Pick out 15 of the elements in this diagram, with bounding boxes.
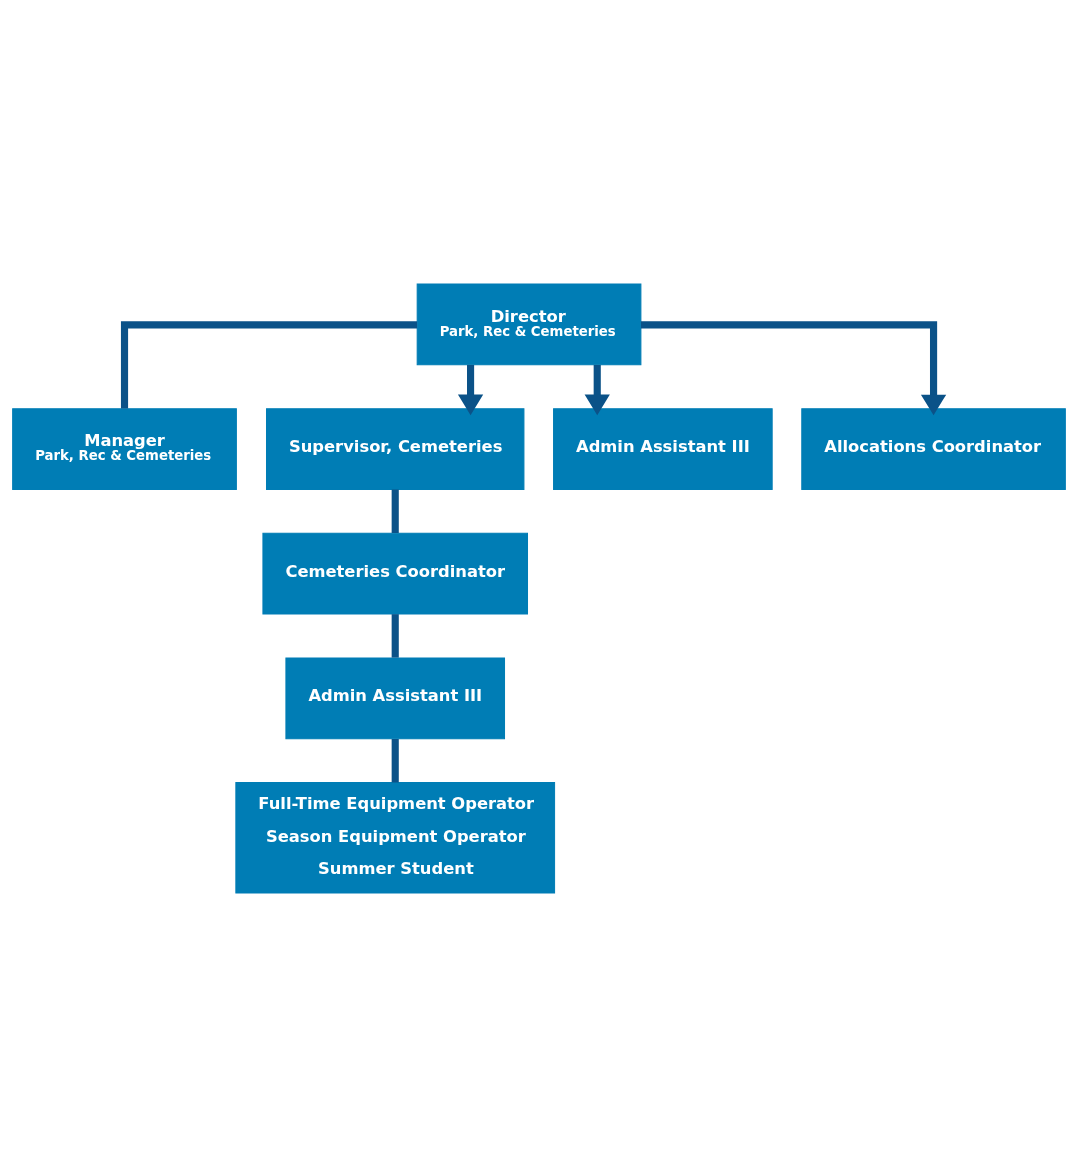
node-box: Director Park, Rec & Cemeteries xyxy=(416,283,642,365)
connector xyxy=(391,489,399,533)
node-box: Cemeteries Coordinator xyxy=(262,532,528,615)
node-box: Supervisor, Cemeteries xyxy=(266,407,525,490)
connector xyxy=(120,320,418,408)
node-box: Admin Assistant III xyxy=(553,407,773,490)
node-box: Admin Assistant III xyxy=(285,656,506,739)
node-box: Allocations Coordinator xyxy=(801,407,1066,490)
arrow xyxy=(584,364,610,415)
connector xyxy=(391,738,399,782)
node-box: Full-Time Equipment Operator Season Equipment Operator Summer Student xyxy=(235,781,556,893)
node-box: Manager Park, Rec & Cemeteries xyxy=(12,407,237,490)
arrow xyxy=(640,320,947,415)
connector xyxy=(391,613,399,658)
arrow xyxy=(457,364,484,415)
